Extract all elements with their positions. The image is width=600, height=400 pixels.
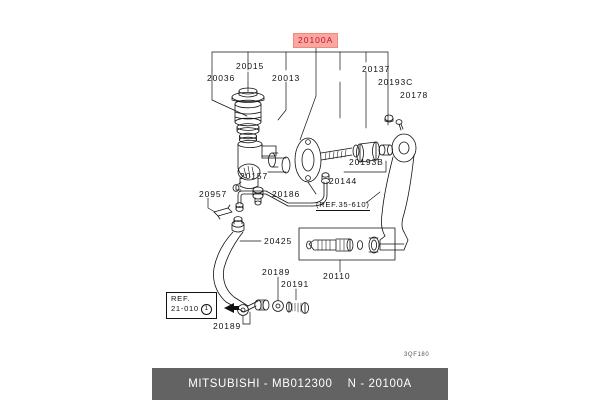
- highlighted-part-label-20100A[interactable]: 20100A: [293, 33, 339, 48]
- leader-ref35610: [365, 191, 381, 204]
- part-number-20144: 20144: [329, 176, 358, 186]
- part-number-20191: 20191: [281, 279, 310, 289]
- banjo-bolt-20191: [285, 301, 309, 314]
- reference-note-35-610[interactable]: (REF.35-610): [316, 200, 370, 211]
- reference-box-21-010[interactable]: REF. 21-010 1: [166, 292, 217, 319]
- part-number-20193C: 20193C: [378, 77, 414, 87]
- leader-bottom-hardware: [242, 276, 297, 325]
- leader-20193B: [343, 160, 387, 173]
- ref-box-line2: 21-010: [171, 303, 199, 313]
- part-number-20137: 20137: [362, 64, 391, 74]
- ref-arrow: [224, 303, 239, 313]
- ref-box-line1: REF.: [171, 294, 191, 303]
- gasket-20189-upper: [272, 300, 284, 312]
- leader-20957: [207, 197, 216, 213]
- leader-20144: [307, 181, 317, 195]
- ref-box-circled-number: 1: [200, 303, 212, 315]
- part-number-20186: 20186: [272, 189, 301, 199]
- drawing-code: 3QF180: [404, 352, 430, 358]
- part-number-20957: 20957: [199, 189, 228, 199]
- part-number-20036: 20036: [207, 73, 236, 83]
- leader-lines-top: [211, 39, 389, 141]
- inset-box-20110: [298, 227, 396, 273]
- clip-20957: [213, 204, 233, 220]
- part-number-20425: 20425: [264, 236, 293, 246]
- caption-bar: MITSUBISHI - MB012300 N - 20100A: [152, 368, 448, 400]
- part-number-20157: 20157: [240, 171, 269, 181]
- flex-hose-20425: [213, 216, 270, 313]
- small-hardware-top-right: [384, 114, 404, 131]
- part-number-20178: 20178: [400, 90, 429, 100]
- part-number-20189-upper: 20189: [262, 267, 291, 277]
- clutch-pedal-arm: [379, 133, 417, 251]
- brake-pipe-20157: [235, 172, 330, 212]
- part-number-20015: 20015: [236, 61, 265, 71]
- part-number-20013: 20013: [272, 73, 301, 83]
- caption-text: MITSUBISHI - MB012300 N - 20100A: [188, 378, 412, 390]
- part-number-20189-lower: 20189: [213, 321, 242, 331]
- part-number-20193B: 20193B: [349, 157, 384, 167]
- part-number-20110: 20110: [323, 271, 351, 281]
- gasket-20189-lower: [237, 304, 249, 316]
- reservoir-assembly: [231, 87, 265, 144]
